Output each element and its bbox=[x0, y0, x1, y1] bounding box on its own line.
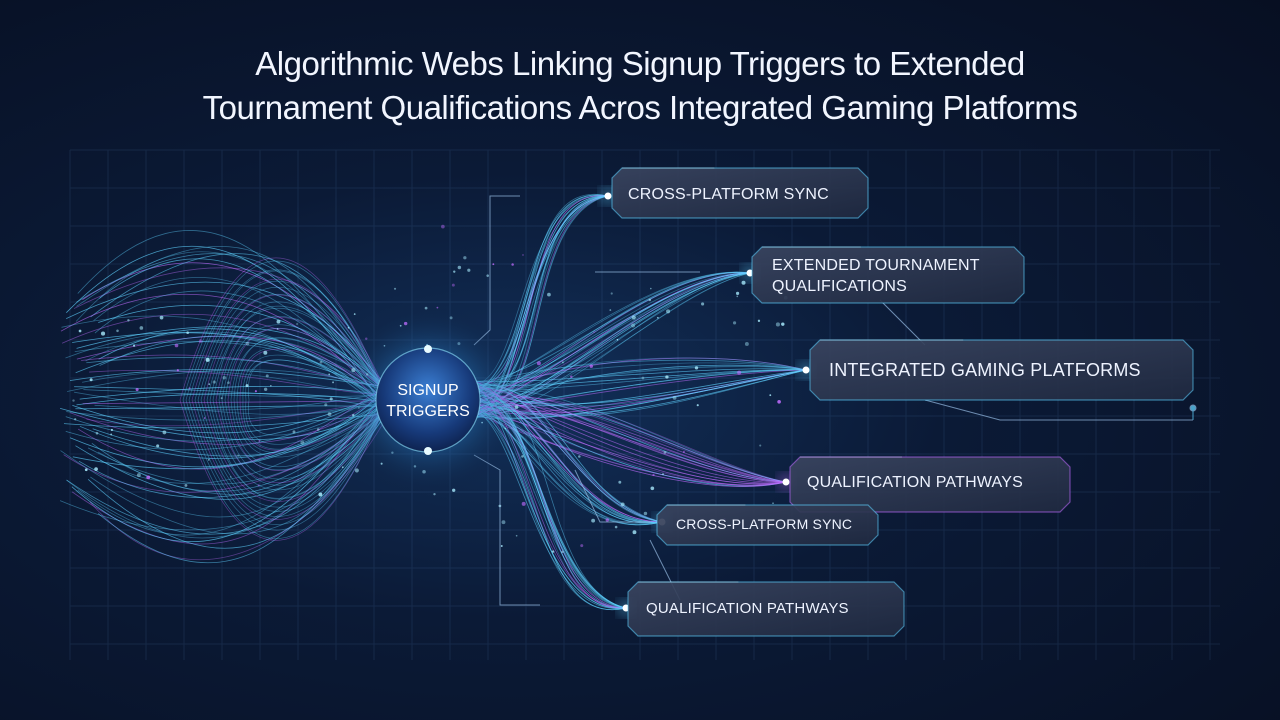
label-panels bbox=[611, 167, 1194, 637]
panel-cross-platform-sync-top bbox=[611, 167, 869, 219]
title-line-2: Tournament Qualifications Acros Integrat… bbox=[202, 89, 1078, 126]
hub-node-bottom bbox=[424, 447, 432, 455]
extended-line-2: QUALIFICATIONS bbox=[772, 278, 907, 295]
panel-cross-platform-sync-small bbox=[656, 504, 879, 546]
label-cross-platform-sync-top: CROSS-PLATFORM SYNC bbox=[628, 185, 829, 203]
panel-integrated-gaming-platforms bbox=[809, 339, 1194, 401]
hub-sphere bbox=[375, 347, 481, 453]
label-qualification-pathways-bottom: QUALIFICATION PATHWAYS bbox=[646, 599, 849, 617]
label-qualification-pathways-mid: QUALIFICATION PATHWAYS bbox=[807, 473, 1023, 491]
hub-node-top bbox=[424, 345, 432, 353]
page-title: Algorithmic Webs Linking Signup Triggers… bbox=[0, 42, 1280, 130]
hub-label-line-1: SIGNUP bbox=[397, 382, 458, 399]
extended-line-1: EXTENDED TOURNAMENT bbox=[772, 257, 980, 274]
panel-extended-tournament-qualifications bbox=[751, 246, 1025, 304]
label-extended-tournament-qualifications: EXTENDED TOURNAMENT QUALIFICATIONS bbox=[772, 255, 980, 297]
label-cross-platform-sync-small: CROSS-PLATFORM SYNC bbox=[676, 515, 853, 532]
panel-qualification-pathways-bottom bbox=[627, 581, 905, 637]
hub-label-line-2: TRIGGERS bbox=[386, 403, 470, 420]
panel-qualification-pathways-mid bbox=[789, 456, 1071, 513]
label-integrated-gaming-platforms: INTEGRATED GAMING PLATFORMS bbox=[829, 359, 1141, 380]
title-line-1: Algorithmic Webs Linking Signup Triggers… bbox=[255, 45, 1025, 82]
signup-triggers-hub: SIGNUP TRIGGERS bbox=[333, 305, 523, 495]
